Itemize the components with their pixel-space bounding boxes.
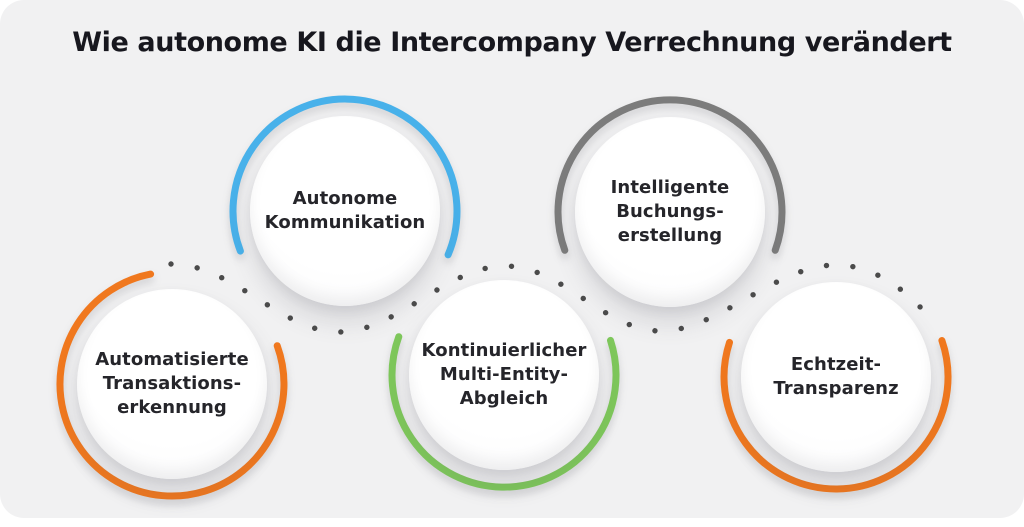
circle-autonome-kommunikation: Autonome Kommunikation [250,116,440,306]
circle-label-line: Kontinuierlicher [421,339,587,361]
circle-label-line: Automatisierte [95,348,249,370]
page-title: Wie autonome KI die Intercompany Verrech… [72,27,952,58]
circle-kontinuierlicher-multi-entity-abgleich: Kontinuierlicher Multi-Entity- Abgleich [409,280,599,470]
circle-automatisierte-transaktionserkennung: Automatisierte Transaktions- erkennung [77,289,267,479]
circle-label-line: erstellung [617,225,723,247]
circle-label-line: Buchungs- [616,200,724,222]
circle-echtzeit-transparenz: Echtzeit- Transparenz [741,282,931,472]
arc-kontinuierlicher-multi-entity-abgleich [388,333,620,491]
circle-label-line: Multi-Entity- [439,363,569,385]
circle-label-line: Autonome [292,187,398,209]
circle-label-line: Echtzeit- [790,353,882,375]
circle-intelligente-buchungserstellung: Intelligente Buchungs- erstellung [575,117,765,307]
circle-arcs [56,95,952,500]
arc-echtzeit-transparenz [720,337,952,493]
circle-label-line: Abgleich [459,388,549,410]
circle-label-line: Kommunikation [264,212,426,233]
arc-automatisierte-transaktionserkennung [56,270,288,500]
arc-intelligente-buchungserstellung [554,96,786,254]
circle-label-line: erkennung [117,397,227,419]
arc-autonome-kommunikation [229,95,461,259]
circle-label-line: Intelligente [610,176,730,198]
circle-label-line: Transaktions- [102,372,242,394]
circle-label-line: Transparenz [773,378,899,399]
